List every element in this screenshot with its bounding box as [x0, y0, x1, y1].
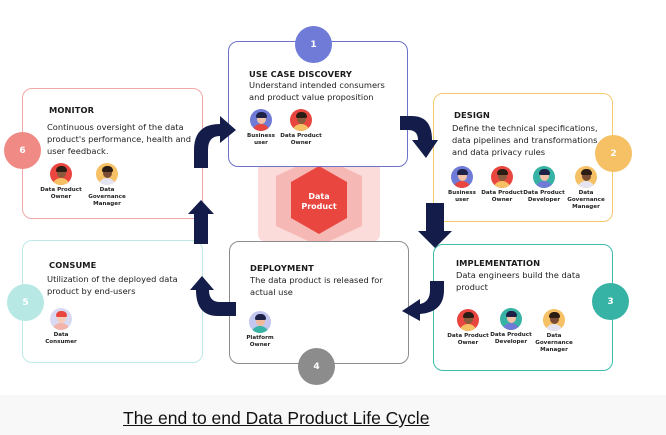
avatar-data-product-developer — [500, 308, 522, 330]
stage-title: DEPLOYMENT — [250, 263, 314, 273]
persona-label-line2: user — [455, 197, 469, 203]
persona-label-line1: Data Governance — [567, 190, 605, 203]
avatar-business-user — [250, 109, 272, 131]
persona-label-line2: Owner — [50, 194, 72, 200]
persona-label-line2: Owner — [249, 342, 271, 348]
persona-label-line2: user — [254, 140, 268, 146]
stage-description: The data product is released for actual … — [250, 275, 383, 297]
hub-label-line2: Product — [301, 202, 336, 211]
stage-card-consume: CONSUME Utilization of the deployed data… — [22, 240, 203, 363]
persona-label-line2: Developer — [527, 197, 561, 203]
avatar-platform-owner — [249, 311, 271, 333]
avatar-data-governance-manager — [543, 309, 565, 331]
persona-label-line1: Data — [53, 332, 69, 338]
avatar-data-product-owner — [290, 109, 312, 131]
persona-label-line2: Consumer — [45, 339, 77, 345]
avatar-data-product-developer — [533, 166, 555, 188]
persona-label-line1: Data Governance — [535, 333, 573, 346]
avatar-data-product-owner — [50, 163, 72, 185]
stage-number-badge-4: 4 — [298, 348, 335, 385]
stage-title: USE CASE DISCOVERY — [249, 69, 353, 79]
persona-label-line1: Data Product — [523, 190, 565, 196]
hub-inner-hexagon — [291, 166, 347, 234]
stage-description: Data engineers build the data product — [456, 270, 581, 292]
avatar-data-product-owner — [491, 166, 513, 188]
persona-label-line2: Owner — [290, 140, 312, 146]
stage-title: MONITOR — [49, 105, 95, 115]
stage-number-badge-5: 5 — [7, 284, 44, 321]
hub-label-line1: Data — [308, 192, 329, 201]
stage-card-implementation: IMPLEMENTATION Data engineers build the … — [433, 244, 613, 371]
persona-label-line2: Owner — [457, 340, 479, 346]
avatar-data-consumer — [50, 308, 72, 330]
avatar-business-user — [451, 166, 473, 188]
stage-number-badge-1: 1 — [295, 26, 332, 63]
persona-label-line1: Platform — [246, 335, 274, 341]
stage-number-badge-6: 6 — [4, 132, 41, 169]
persona-label-line1: Data Product — [481, 190, 523, 196]
stage-description: Understand intended consumers and produc… — [249, 80, 385, 102]
stage-title: CONSUME — [49, 260, 97, 270]
stage-description: Define the technical specifications, dat… — [452, 123, 598, 157]
avatar-data-product-owner — [457, 309, 479, 331]
stage-card-monitor: MONITOR Continuous oversight of the data… — [22, 88, 203, 219]
stage-title: DESIGN — [454, 110, 490, 120]
persona-label-line2: Developer — [494, 339, 528, 345]
persona-label-line1: Business — [247, 133, 275, 139]
stage-description: Utilization of the deployed data product… — [47, 274, 178, 296]
persona-label-line1: Data Governance — [88, 187, 126, 200]
persona-label-line2: Manager — [540, 347, 568, 353]
persona-label-line1: Data Product — [490, 332, 532, 338]
persona-label-line1: Business — [448, 190, 476, 196]
stage-description: Continuous oversight of the data product… — [47, 122, 192, 156]
persona-label-line1: Data Product — [40, 187, 82, 193]
persona-label-line2: Manager — [93, 201, 121, 207]
stage-number-badge-2: 2 — [595, 135, 632, 172]
lifecycle-diagram: Data Product USE CASE DISCOVERY Understa… — [4, 26, 632, 385]
avatar-data-governance-manager — [575, 166, 597, 188]
persona-label-line2: Owner — [491, 197, 513, 203]
persona-label-line1: Data Product — [447, 333, 489, 339]
persona-label-line1: Data Product — [280, 133, 322, 139]
stage-card-design: DESIGN Define the technical specificatio… — [433, 93, 613, 222]
stage-card-deployment: DEPLOYMENT The data product is released … — [229, 241, 409, 364]
caption-band — [0, 395, 666, 435]
stage-title: IMPLEMENTATION — [456, 258, 541, 268]
stage-number-badge-3: 3 — [592, 283, 629, 320]
diagram-caption: The end to end Data Product Life Cycle — [123, 408, 430, 428]
persona-label-line2: Manager — [572, 204, 600, 210]
avatar-data-governance-manager — [96, 163, 118, 185]
data-product-hub: Data Product — [258, 156, 380, 246]
